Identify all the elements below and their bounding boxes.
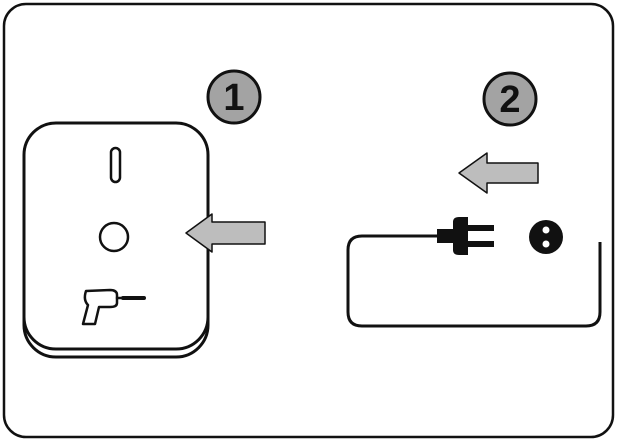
power-cable — [346, 234, 602, 328]
power-device — [22, 121, 210, 359]
wall-socket-icon — [529, 220, 563, 254]
step-2-number: 2 — [499, 79, 520, 121]
power-on-line-icon — [109, 146, 122, 184]
power-plug-icon — [437, 217, 494, 255]
left-arrow-icon — [185, 213, 266, 253]
step-2-badge: 2 — [482, 71, 538, 127]
round-button-icon[interactable] — [98, 221, 130, 253]
drill-icon — [81, 288, 146, 326]
step-1-number: 1 — [223, 77, 244, 119]
left-arrow-icon — [458, 152, 539, 194]
step-1-badge: 1 — [206, 69, 262, 125]
